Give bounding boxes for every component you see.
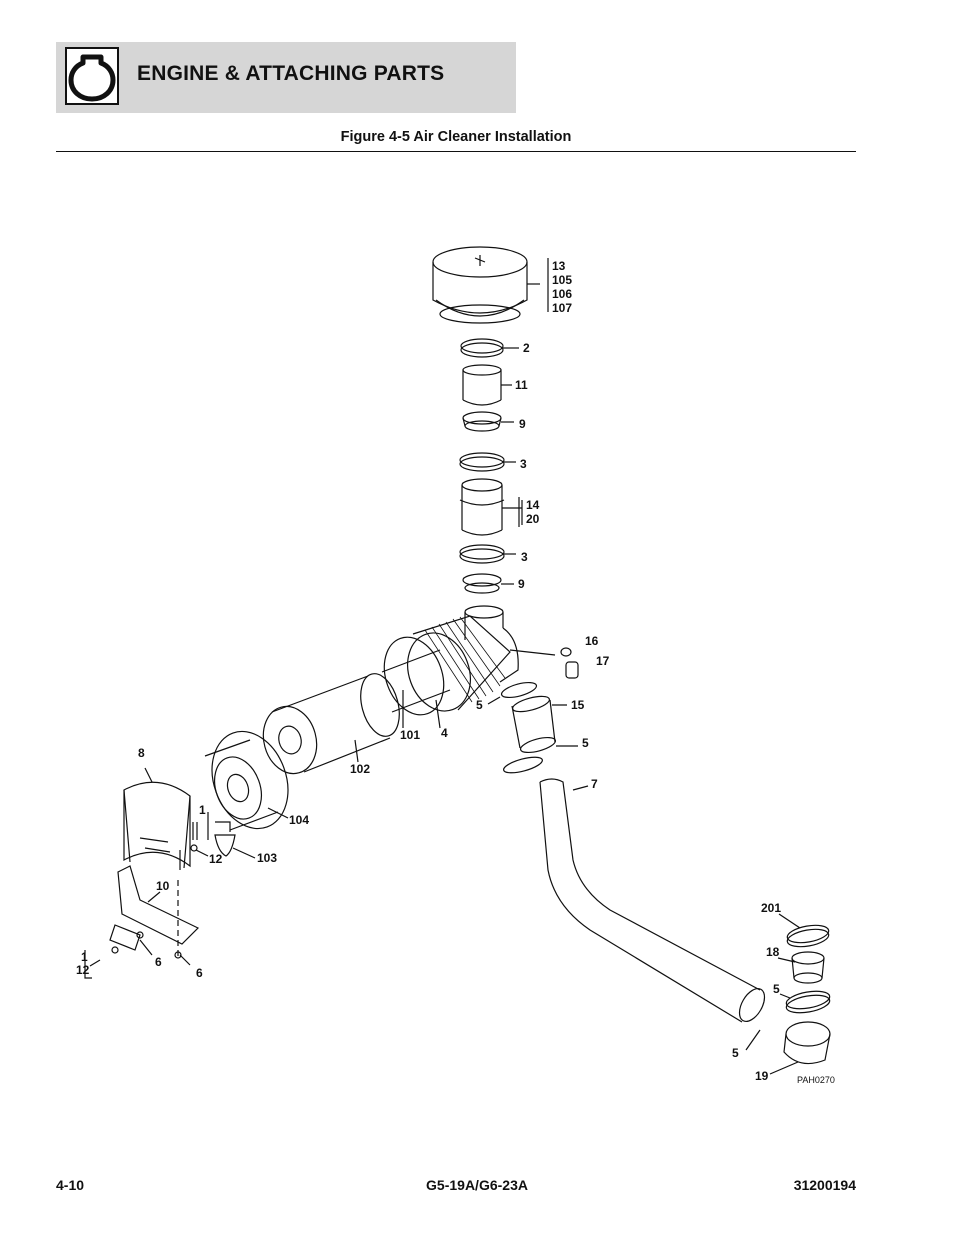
hose-14 xyxy=(459,478,523,536)
clamp-3b xyxy=(459,544,516,564)
callout-5a: 5 xyxy=(476,698,483,712)
callout-13: 13 xyxy=(552,259,566,273)
callout-5d: 5 xyxy=(732,1046,739,1060)
callout-107: 107 xyxy=(552,301,572,315)
mounting-band-8 xyxy=(123,767,191,870)
air-cleaner-housing xyxy=(383,605,556,729)
callouts: 13 105 106 107 2 11 9 3 14 20 3 9 16 17 … xyxy=(76,259,835,1085)
ring-9b xyxy=(462,573,514,594)
title-rule xyxy=(56,151,856,152)
callout-17: 17 xyxy=(596,654,610,668)
callout-201: 201 xyxy=(761,901,781,915)
callout-3b: 3 xyxy=(521,550,528,564)
callout-1a: 1 xyxy=(199,803,206,817)
precleaner-cap xyxy=(432,246,540,324)
tube-11 xyxy=(462,364,512,406)
callout-19: 19 xyxy=(755,1069,769,1083)
document-number: 31200194 xyxy=(793,1177,856,1193)
callout-103: 103 xyxy=(257,851,277,865)
valve-parts xyxy=(560,647,579,679)
bracket-10 xyxy=(84,865,200,979)
valve-103 xyxy=(214,821,256,859)
callout-16: 16 xyxy=(585,634,599,648)
lower-right-parts xyxy=(745,913,831,1075)
callout-12a: 12 xyxy=(209,852,223,866)
callout-14: 14 xyxy=(526,498,540,512)
outlet-hose-15 xyxy=(487,681,578,774)
callout-7: 7 xyxy=(591,777,598,791)
callout-12b: 12 xyxy=(76,963,90,977)
callout-10: 10 xyxy=(156,879,170,893)
callout-9a: 9 xyxy=(519,417,526,431)
callout-6a: 6 xyxy=(155,955,162,969)
inner-element-101 xyxy=(381,649,451,713)
callout-101: 101 xyxy=(400,728,420,742)
cover-104 xyxy=(204,730,289,831)
callout-2: 2 xyxy=(523,341,530,355)
callout-102: 102 xyxy=(350,762,370,776)
clamp-3a xyxy=(459,452,516,472)
page-number: 4-10 xyxy=(56,1177,85,1193)
callout-11: 11 xyxy=(515,378,528,392)
callout-104: 104 xyxy=(289,813,309,827)
callout-20: 20 xyxy=(526,512,540,526)
callout-5b: 5 xyxy=(582,736,589,750)
figure-title: Figure 4-5 Air Cleaner Installation xyxy=(340,129,572,145)
leader-lines xyxy=(518,258,549,527)
callout-106: 106 xyxy=(552,287,572,301)
section-title: ENGINE & ATTACHING PARTS xyxy=(137,62,445,85)
callout-105: 105 xyxy=(552,273,572,287)
fastener-1-12 xyxy=(190,812,209,857)
engine-icon xyxy=(65,47,119,105)
clamp-2 xyxy=(460,338,519,358)
callout-4: 4 xyxy=(441,726,448,740)
drawing-code: PAH0270 xyxy=(797,1075,835,1085)
callout-6b: 6 xyxy=(196,966,203,980)
ring-9a xyxy=(462,411,514,432)
callout-3a: 3 xyxy=(520,457,527,471)
pipe-7 xyxy=(539,778,766,1023)
callout-18: 18 xyxy=(766,945,780,959)
callout-5c: 5 xyxy=(773,982,780,996)
callout-15: 15 xyxy=(571,698,585,712)
filter-element-102 xyxy=(262,673,400,775)
callout-9b: 9 xyxy=(518,577,525,591)
model-number: G5-19A/G6-23A xyxy=(426,1177,528,1193)
callout-8: 8 xyxy=(138,746,145,760)
callout-1b: 1 xyxy=(81,950,88,964)
header-band xyxy=(56,42,516,113)
